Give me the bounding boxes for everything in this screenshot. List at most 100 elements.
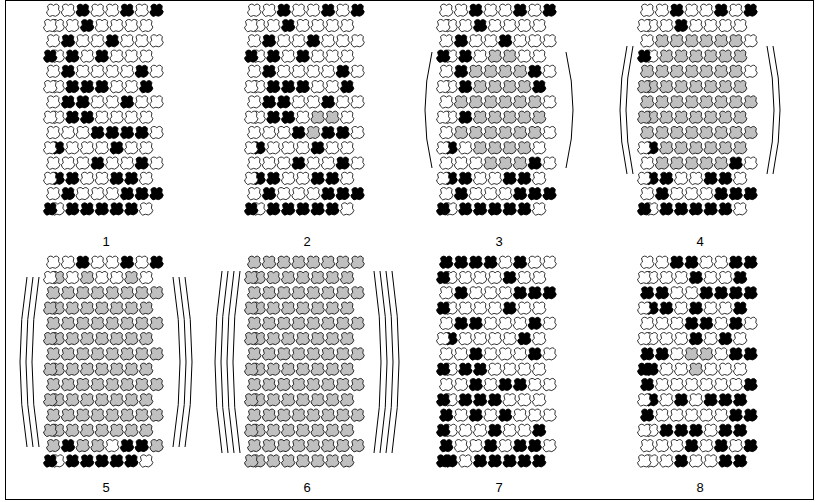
tile	[469, 287, 483, 299]
tile	[689, 50, 703, 62]
tile	[321, 348, 335, 360]
tile	[351, 4, 365, 16]
tile	[637, 19, 651, 31]
tile	[498, 188, 512, 200]
tile	[513, 378, 527, 390]
tile	[704, 142, 718, 154]
tile	[120, 65, 134, 77]
tile	[110, 363, 124, 375]
tile	[267, 363, 281, 375]
tile	[76, 378, 90, 390]
tile	[91, 317, 105, 329]
frame	[6, 1, 814, 500]
tile	[660, 455, 674, 467]
tile	[91, 157, 105, 169]
tile	[704, 424, 718, 436]
tile	[660, 81, 674, 93]
tile	[336, 96, 350, 108]
tile	[744, 256, 758, 268]
tile	[91, 348, 105, 360]
tile	[454, 126, 468, 138]
tile	[685, 96, 699, 108]
tile	[488, 271, 502, 283]
tile	[120, 157, 134, 169]
tile	[714, 4, 728, 16]
tile	[714, 378, 728, 390]
tile	[336, 157, 350, 169]
tile	[244, 271, 258, 283]
tile	[125, 271, 139, 283]
tile	[436, 394, 450, 406]
tile	[488, 142, 502, 154]
sound-wave	[221, 271, 228, 453]
tile	[704, 19, 718, 31]
tile	[311, 271, 325, 283]
tile	[454, 317, 468, 329]
tile	[292, 96, 306, 108]
tile	[689, 172, 703, 184]
tile	[340, 203, 354, 215]
tile	[484, 256, 498, 268]
tile	[660, 142, 674, 154]
tile	[513, 126, 527, 138]
tile	[277, 126, 291, 138]
tile	[247, 188, 261, 200]
tile	[685, 348, 699, 360]
tile	[120, 317, 134, 329]
tile	[321, 65, 335, 77]
tile	[513, 96, 527, 108]
tile	[135, 378, 149, 390]
tile	[469, 440, 483, 452]
tile	[306, 440, 320, 452]
tile	[135, 317, 149, 329]
tile	[120, 440, 134, 452]
tile	[513, 65, 527, 77]
tile	[43, 50, 57, 62]
tile	[306, 287, 320, 299]
tile	[699, 126, 713, 138]
tile	[459, 50, 473, 62]
tile	[518, 455, 532, 467]
panel-number: 8	[696, 481, 703, 494]
tile	[733, 19, 747, 31]
tile	[689, 271, 703, 283]
tile	[336, 65, 350, 77]
tile	[336, 440, 350, 452]
tile	[532, 271, 546, 283]
tile	[277, 409, 291, 421]
tile	[321, 188, 335, 200]
tile	[91, 65, 105, 77]
tile	[336, 188, 350, 200]
tile	[439, 35, 453, 47]
tile	[95, 50, 109, 62]
tile	[281, 302, 295, 314]
tile	[326, 81, 340, 93]
tile	[281, 142, 295, 154]
tile	[532, 333, 546, 345]
tile	[528, 188, 542, 200]
tile	[469, 126, 483, 138]
tile	[80, 363, 94, 375]
tile	[488, 363, 502, 375]
tile	[689, 302, 703, 314]
tile	[296, 172, 310, 184]
tile	[528, 409, 542, 421]
tile	[247, 409, 261, 421]
tile	[43, 81, 57, 93]
tile	[637, 363, 651, 375]
tile	[66, 142, 80, 154]
tile	[95, 363, 109, 375]
tile	[150, 4, 164, 16]
tile	[326, 172, 340, 184]
tile	[488, 424, 502, 436]
tile	[150, 96, 164, 108]
tile	[139, 50, 153, 62]
tile	[528, 126, 542, 138]
tile	[459, 271, 473, 283]
tile	[484, 287, 498, 299]
tile-panel	[43, 256, 163, 467]
tile	[267, 455, 281, 467]
tile	[744, 409, 758, 421]
tile	[351, 378, 365, 390]
tile	[640, 317, 654, 329]
